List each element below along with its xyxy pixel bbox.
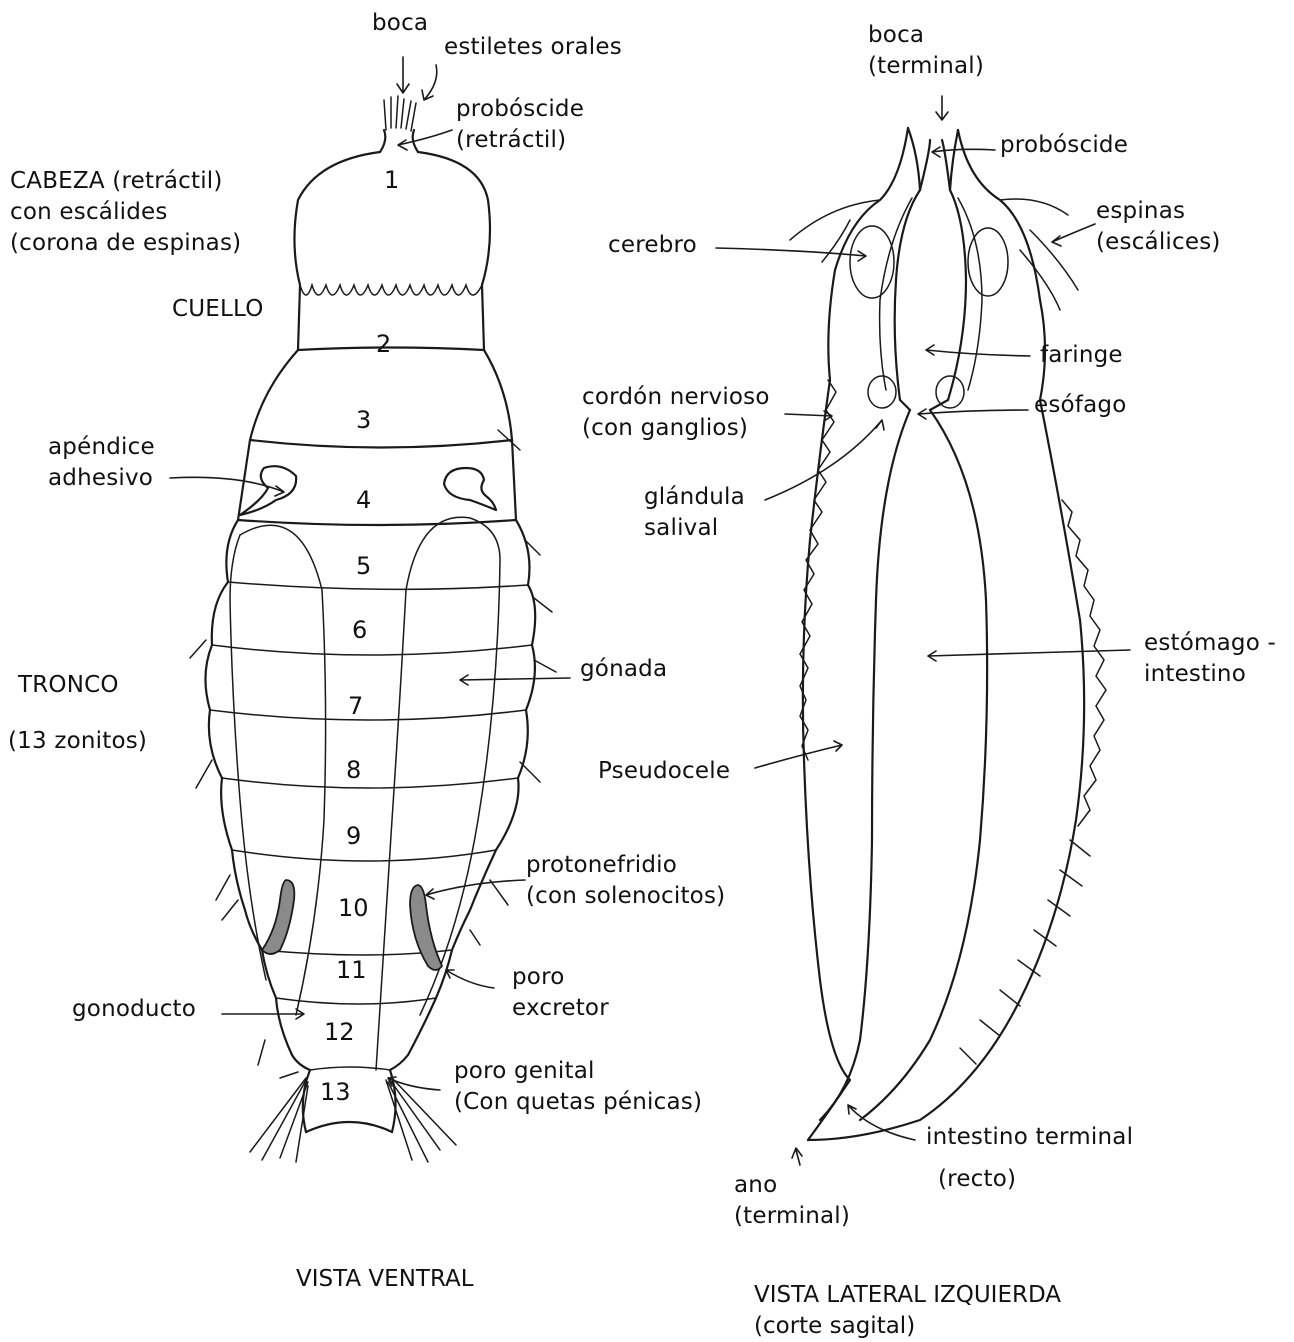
segment-number: 13 [320,1080,351,1104]
label-esofago: esófago [1034,390,1126,421]
label-cerebro: cerebro [608,230,697,261]
lateral-brain-ganglia [850,226,1008,408]
label-cuello: CUELLO [172,294,264,325]
label-boca: boca [372,8,428,39]
segment-number: 11 [336,958,367,982]
label-cabeza: CABEZA (retráctil) con escálides (corona… [10,166,241,259]
segment-number: 5 [356,554,371,578]
label-zonitos: (13 zonitos) [8,726,147,757]
caption-vista-lateral: VISTA LATERAL IZQUIERDA (corte sagital) [754,1280,1061,1342]
label-estomago-intestino: estómago - intestino [1144,628,1276,690]
segment-number: 12 [324,1020,355,1044]
segment-number: 6 [352,618,367,642]
segment-number: 3 [356,408,371,432]
ventral-body-outline [190,96,556,1162]
label-intestino-terminal: intestino terminal [926,1122,1133,1153]
label-poro-excretor: poro excretor [512,962,609,1024]
label-boca-terminal: boca (terminal) [868,20,984,82]
segment-number: 10 [338,896,369,920]
label-faringe: faringe [1040,340,1123,371]
segment-number: 4 [356,488,371,512]
segment-number: 2 [376,332,391,356]
label-gonoducto: gonoducto [72,994,196,1025]
label-recto: (recto) [938,1164,1016,1195]
lateral-arrows [716,96,1130,1165]
label-gonada: gónada [580,654,667,685]
segment-number: 7 [348,694,363,718]
label-cordon-nervioso: cordón nervioso (con ganglios) [582,382,770,444]
lateral-body-outline [790,128,1106,1140]
label-proboscide-lateral: probóscide [1000,130,1128,161]
label-estiletes-orales: estiletes orales [444,32,622,63]
label-espinas: espinas (escálices) [1096,196,1221,258]
label-ano-terminal: ano (terminal) [734,1170,850,1232]
label-tronco: TRONCO [18,670,119,701]
caption-vista-ventral: VISTA VENTRAL [296,1264,474,1295]
label-apendice-adhesivo: apéndice adhesivo [48,432,155,494]
label-glandula-salival: glándula salival [644,482,745,544]
segment-number: 1 [384,168,399,192]
label-poro-genital: poro genital (Con quetas pénicas) [454,1056,702,1118]
segment-number: 8 [346,758,361,782]
label-protonefridio: protonefridio (con solenocitos) [526,850,725,912]
label-pseudocele: Pseudocele [598,756,730,787]
segment-number: 9 [346,824,361,848]
label-proboscide: probóscide (retráctil) [456,94,584,156]
